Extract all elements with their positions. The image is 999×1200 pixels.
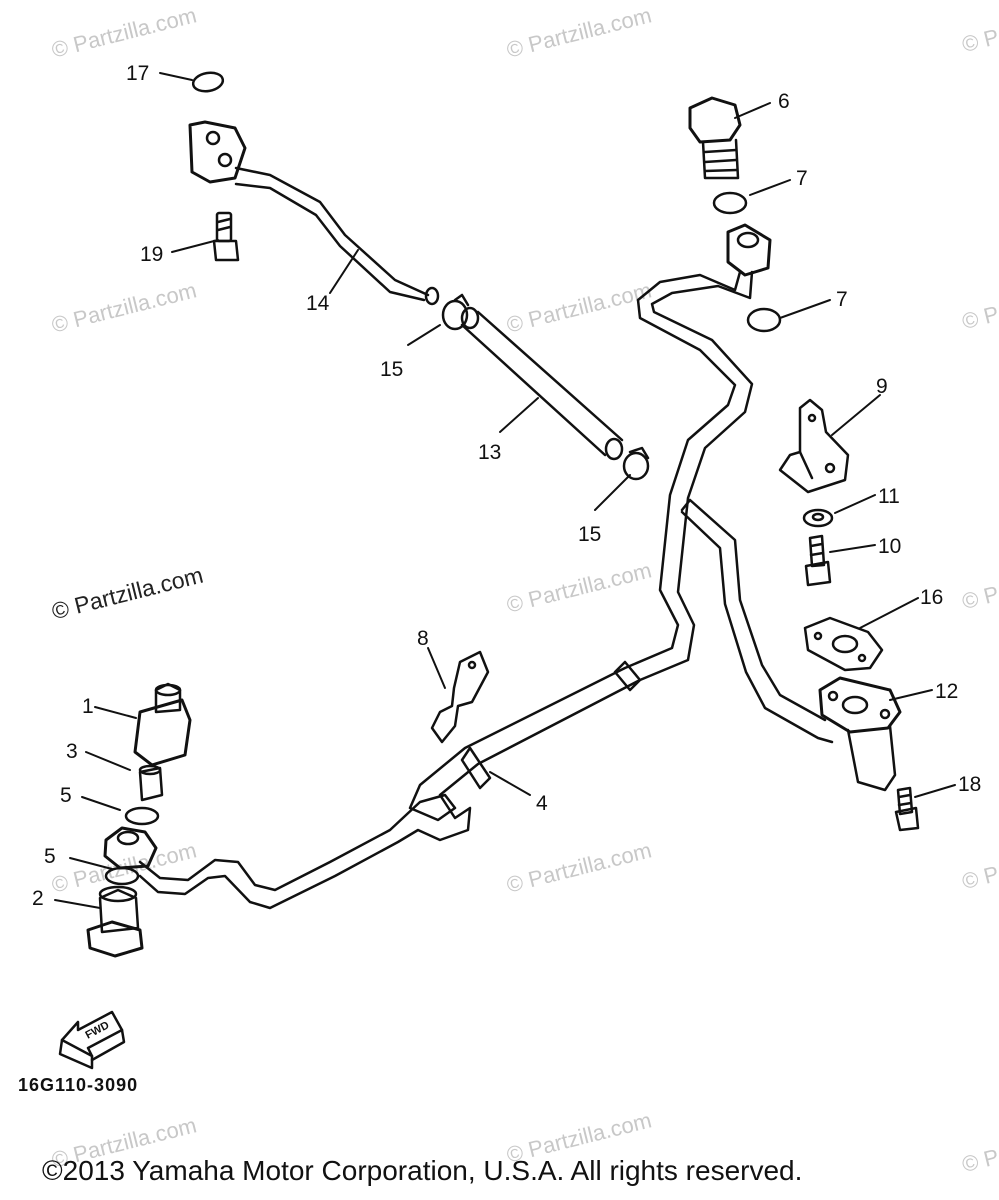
clamp-15-lower	[622, 446, 650, 481]
hose-13	[460, 306, 624, 461]
clamp-15-upper	[441, 293, 470, 331]
callout-11: 11	[878, 485, 900, 508]
gasket-16	[803, 616, 884, 672]
callout-12: 12	[935, 680, 959, 703]
o-ring-5-upper	[124, 806, 160, 826]
o-ring-5-lower	[104, 866, 140, 886]
callout-6: 6	[778, 90, 790, 113]
copyright-notice: ©2013 Yamaha Motor Corporation, U.S.A. A…	[42, 1155, 803, 1186]
forward-arrow-icon	[58, 1010, 126, 1070]
callout-19: 19	[140, 243, 164, 266]
callout-5: 5	[60, 784, 72, 807]
gasket-7-lower	[746, 307, 782, 333]
callout-14: 14	[306, 292, 330, 315]
callout-15: 15	[578, 523, 602, 546]
pipe-12	[680, 498, 902, 792]
bolt-19	[212, 211, 240, 262]
bolt-18	[894, 786, 920, 832]
bracket-8	[430, 650, 490, 744]
callout-8: 8	[417, 627, 429, 650]
pipe-nut	[103, 826, 158, 870]
gasket-7-upper	[712, 191, 748, 215]
callout-18: 18	[958, 773, 982, 796]
callout-7: 7	[796, 167, 808, 190]
pipe-4	[138, 270, 754, 910]
callout-1: 1	[82, 695, 94, 718]
callout-9: 9	[876, 375, 888, 398]
bolt-2	[86, 885, 144, 958]
fitting-1	[133, 682, 192, 767]
bracket-9	[778, 398, 850, 494]
union-bolt-6	[688, 96, 742, 180]
o-ring-17	[191, 71, 225, 93]
callout-2: 2	[32, 887, 44, 910]
callout-13: 13	[478, 441, 502, 464]
callout-17: 17	[126, 62, 150, 85]
callout-3: 3	[66, 740, 78, 763]
pipe-14	[188, 120, 440, 306]
washer-11	[802, 508, 834, 528]
callout-5: 5	[44, 845, 56, 868]
callout-15: 15	[380, 358, 404, 381]
callout-4: 4	[536, 792, 548, 815]
callout-7: 7	[836, 288, 848, 311]
diagram-code: 16G110-3090	[18, 1075, 139, 1095]
collar-3	[138, 764, 164, 802]
callout-16: 16	[920, 586, 944, 609]
union-fitting	[726, 223, 772, 277]
bolt-10	[804, 534, 832, 587]
callout-10: 10	[878, 535, 902, 558]
leader-lines	[54, 72, 956, 909]
